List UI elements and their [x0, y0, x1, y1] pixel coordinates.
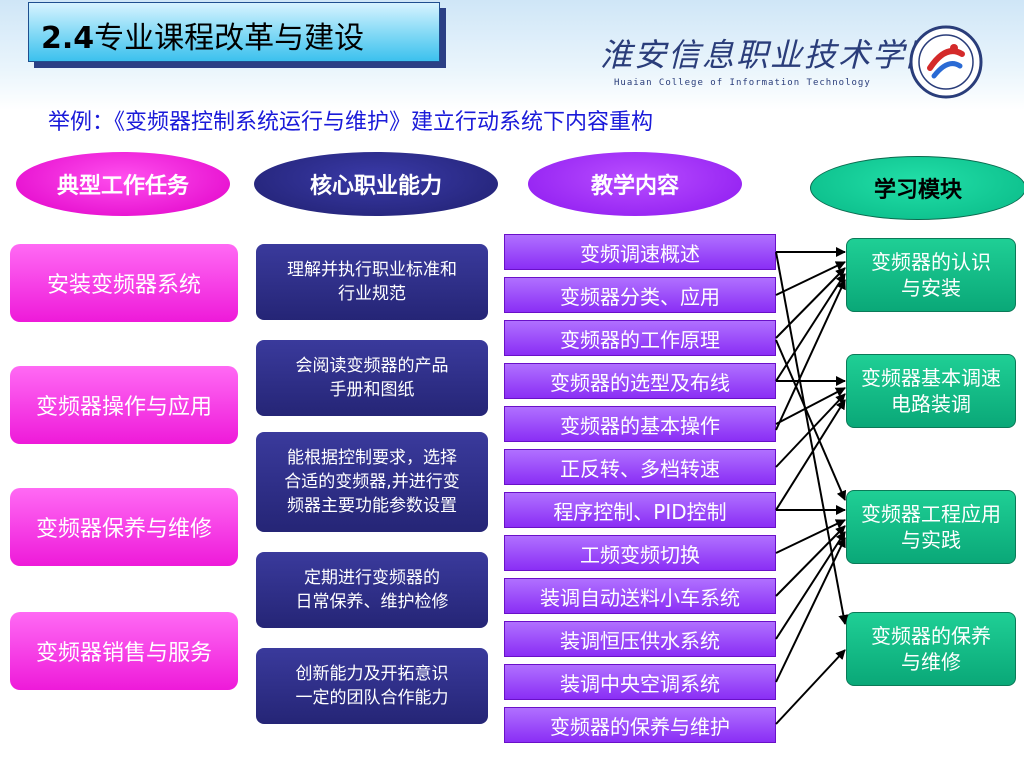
- ability-item: 能根据控制要求，选择合适的变频器,并进行变频器主要功能参数设置: [256, 432, 488, 532]
- ability-item: 创新能力及开拓意识一定的团队合作能力: [256, 648, 488, 724]
- content-item: 装调恒压供水系统: [504, 621, 776, 657]
- header-teaching-content: 教学内容: [528, 152, 742, 216]
- college-logo-icon: [909, 25, 983, 99]
- content-item: 正反转、多档转速: [504, 449, 776, 485]
- arrow-line: [775, 531, 846, 640]
- arrow-line: [775, 399, 846, 511]
- title-box: 2.4专业课程改革与建设: [28, 2, 440, 62]
- module-item: 变频器基本调速电路装调: [846, 354, 1016, 428]
- content-item: 装调自动送料小车系统: [504, 578, 776, 614]
- arrow-line: [775, 339, 847, 501]
- header-core-abilities: 核心职业能力: [254, 152, 498, 216]
- ability-item: 定期进行变频器的日常保养、维护检修: [256, 552, 488, 628]
- college-name-cn: 淮安信息职业技术学院: [600, 36, 941, 74]
- arrow-line: [775, 273, 846, 382]
- arrow-line: [775, 261, 846, 296]
- content-item: 变频器的工作原理: [504, 320, 776, 356]
- college-name: 淮安信息职业技术学院 Huaian College of Information…: [600, 30, 938, 94]
- arrow-line: [775, 279, 846, 431]
- college-name-en: Huaian College of Information Technology: [614, 78, 871, 88]
- arrow-line: [775, 525, 846, 597]
- content-item: 装调中央空调系统: [504, 664, 776, 700]
- arrow-line: [775, 267, 846, 339]
- task-item: 变频器操作与应用: [10, 366, 238, 444]
- arrow-line: [775, 393, 846, 468]
- ability-item: 会阅读变频器的产品手册和图纸: [256, 340, 488, 416]
- task-item: 变频器保养与维修: [10, 488, 238, 566]
- module-item: 变频器的保养与维修: [846, 612, 1016, 686]
- task-item: 变频器销售与服务: [10, 612, 238, 690]
- module-item: 变频器的认识与安装: [846, 238, 1016, 312]
- content-item: 变频器分类、应用: [504, 277, 776, 313]
- content-item: 变频器的基本操作: [504, 406, 776, 442]
- arrow-line: [775, 251, 849, 625]
- arrow-line: [775, 649, 846, 725]
- arrow-line: [775, 387, 846, 425]
- arrow-line: [775, 519, 846, 554]
- ability-item: 理解并执行职业标准和行业规范: [256, 244, 488, 320]
- header-learning-modules: 学习模块: [810, 156, 1024, 220]
- module-item: 变频器工程应用与实践: [846, 490, 1016, 564]
- content-item: 变频调速概述: [504, 234, 776, 270]
- content-item: 工频变频切换: [504, 535, 776, 571]
- page-title: 2.4专业课程改革与建设: [41, 21, 365, 56]
- content-item: 变频器的选型及布线: [504, 363, 776, 399]
- task-item: 安装变频器系统: [10, 244, 238, 322]
- subtitle: 举例：《变频器控制系统运行与维护》建立行动系统下内容重构: [48, 110, 654, 135]
- content-item: 变频器的保养与维护: [504, 707, 776, 743]
- content-item: 程序控制、PID控制: [504, 492, 776, 528]
- header-typical-tasks: 典型工作任务: [16, 152, 230, 216]
